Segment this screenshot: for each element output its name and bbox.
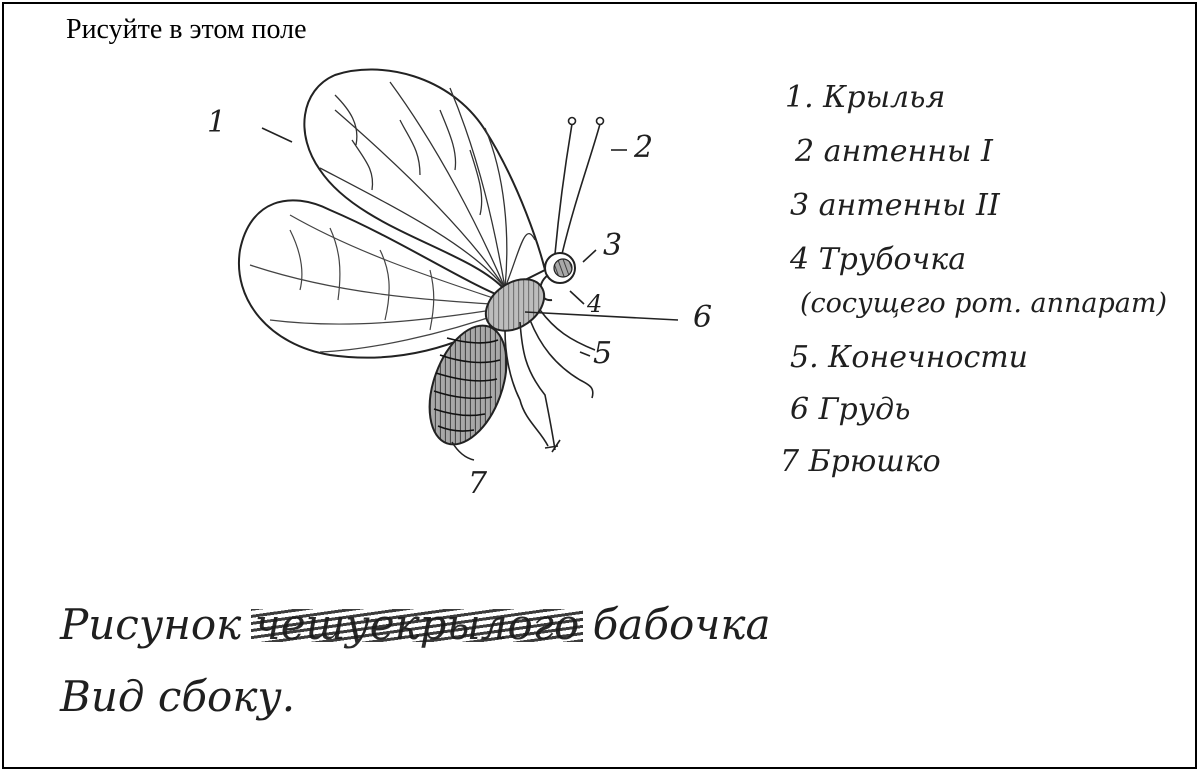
label-3: 3 bbox=[603, 228, 622, 263]
label-5: 5 bbox=[593, 336, 612, 371]
legend-item-thorax: 6 Грудь bbox=[790, 392, 910, 427]
label-6: 6 bbox=[693, 300, 712, 335]
legend-item-proboscis: 4 Трубочка bbox=[790, 242, 966, 277]
legend-item-wings: 1. Крылья bbox=[785, 80, 945, 115]
label-7: 7 bbox=[468, 466, 487, 501]
label-1: 1 bbox=[207, 105, 226, 140]
label-2: 2 bbox=[634, 130, 653, 165]
caption-word-butterfly: бабочка bbox=[593, 600, 771, 649]
label-4: 4 bbox=[587, 290, 602, 318]
antennae bbox=[555, 118, 604, 255]
legend-item-antennae-1: 2 антенны I bbox=[795, 134, 993, 169]
legend-item-mouthparts: (сосущего рот. аппарат) bbox=[800, 288, 1167, 319]
caption-struck-word: чешуекрылого bbox=[255, 600, 580, 649]
eye bbox=[554, 259, 572, 277]
fore-wing-veins bbox=[320, 82, 535, 288]
caption-line-2: Вид сбоку. bbox=[60, 672, 295, 721]
legs bbox=[505, 310, 595, 452]
legend-item-abdomen: 7 Брюшко bbox=[780, 444, 941, 479]
legend-item-antennae-2: 3 антенны II bbox=[790, 188, 1000, 223]
caption-line-1: Рисунок чешуекрылого бабочка bbox=[60, 600, 771, 649]
caption-word-drawing: Рисунок bbox=[60, 600, 241, 649]
legend-item-limbs: 5. Конечности bbox=[790, 340, 1028, 375]
